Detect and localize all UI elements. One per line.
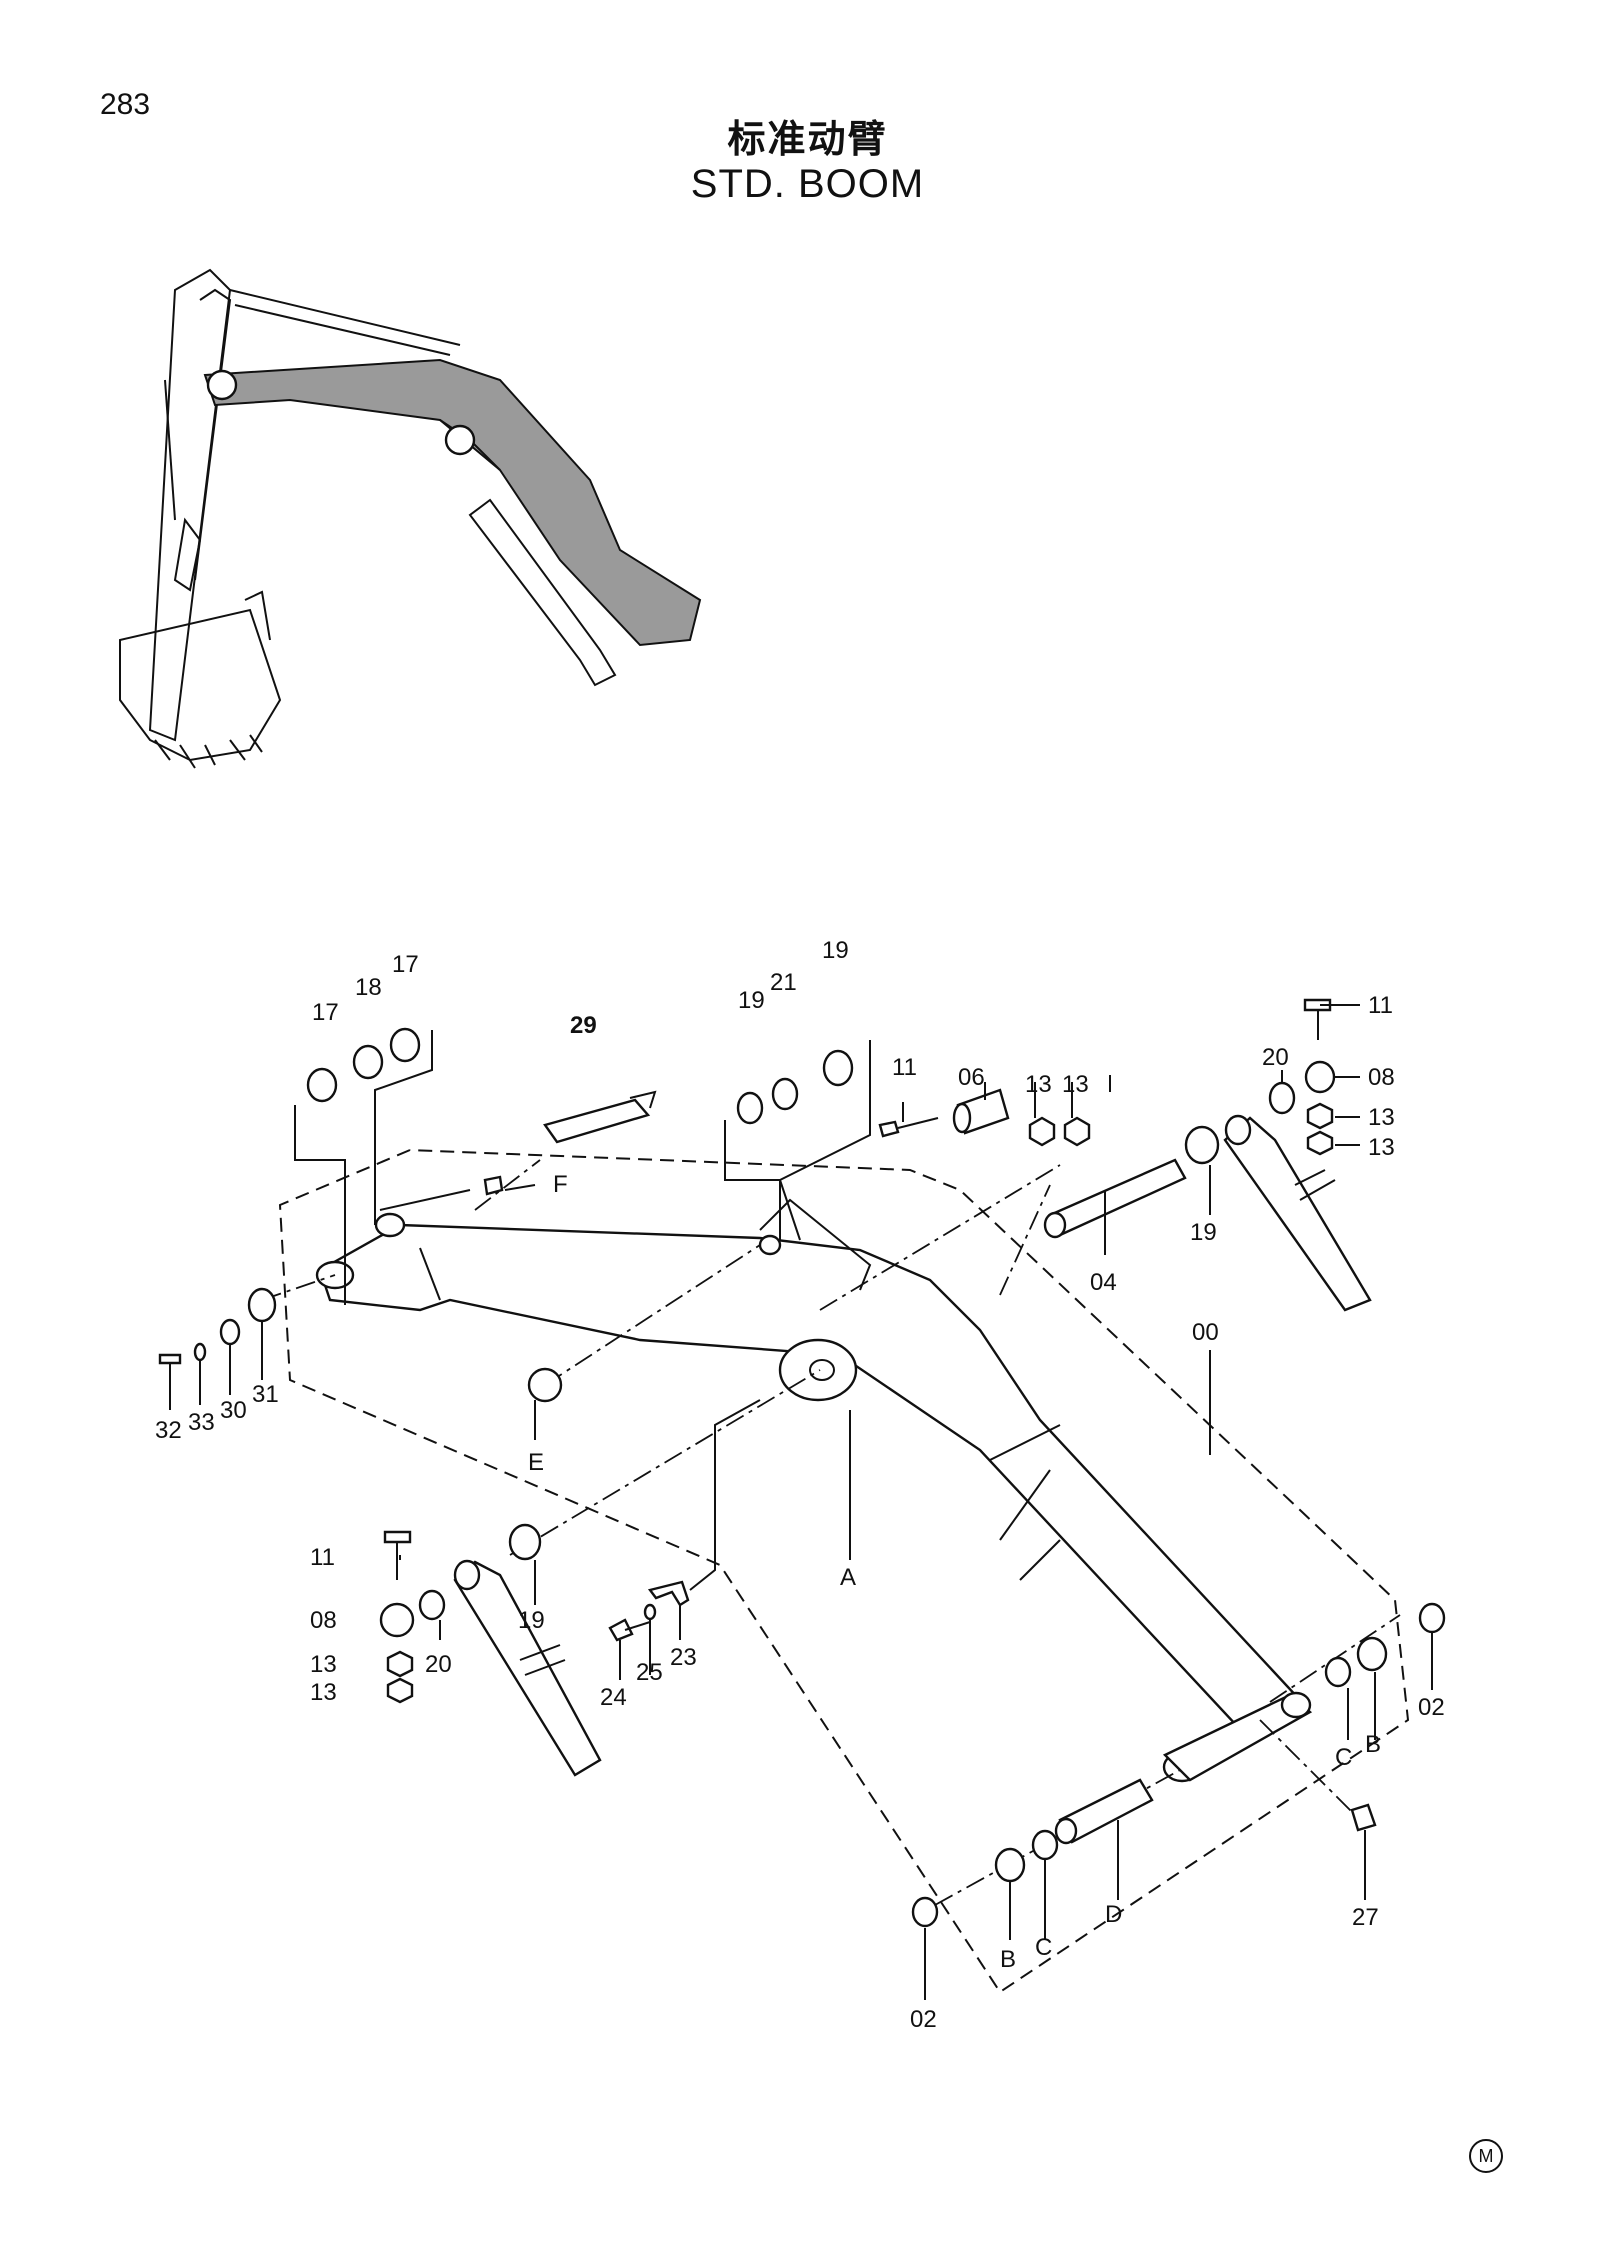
callout-13a: 13 bbox=[1025, 1071, 1052, 1098]
callout-02a: 02 bbox=[1418, 1694, 1445, 1721]
callout-06: 06 bbox=[958, 1064, 985, 1091]
callout-18: 18 bbox=[355, 974, 382, 1001]
callout-20a: 20 bbox=[1262, 1044, 1289, 1071]
callout-19d: 19 bbox=[518, 1607, 545, 1634]
callout-21: 21 bbox=[770, 969, 797, 996]
callout-17b: 17 bbox=[392, 951, 419, 978]
washer-18 bbox=[352, 1044, 384, 1080]
callout-24: 24 bbox=[600, 1684, 627, 1711]
callout-25: 25 bbox=[636, 1659, 663, 1686]
callout-23: 23 bbox=[670, 1644, 697, 1671]
callout-f: F bbox=[553, 1171, 568, 1198]
callout-13f: 13 bbox=[310, 1679, 337, 1706]
callout-11b: 11 bbox=[1368, 992, 1393, 1019]
callout-e: E bbox=[528, 1449, 544, 1476]
callout-19a: 19 bbox=[738, 987, 765, 1014]
callout-30: 30 bbox=[220, 1397, 247, 1424]
callout-32: 32 bbox=[155, 1417, 182, 1444]
callout-13b: 13 bbox=[1062, 1071, 1089, 1098]
callout-00: 00 bbox=[1192, 1319, 1219, 1346]
callout-17a: 17 bbox=[312, 999, 339, 1026]
washer-17b bbox=[389, 1027, 421, 1063]
parts bbox=[158, 998, 1446, 2000]
callout-labels: 17 18 17 29 F 19 21 19 11 06 13 13 20 11… bbox=[155, 937, 1445, 2033]
callout-19c: 19 bbox=[1190, 1219, 1217, 1246]
page-number: 283 bbox=[100, 88, 151, 121]
callout-11a: 11 bbox=[892, 1054, 917, 1081]
callout-19b: 19 bbox=[822, 937, 849, 964]
washer-17a bbox=[306, 1067, 338, 1103]
bushing-e bbox=[527, 1367, 563, 1403]
callout-11c: 11 bbox=[310, 1544, 335, 1571]
callout-29: 29 bbox=[570, 1012, 597, 1039]
callout-02b: 02 bbox=[910, 2006, 937, 2033]
callout-c-lower: C bbox=[1035, 1934, 1052, 1961]
callout-13c: 13 bbox=[1368, 1104, 1395, 1131]
pin-29 bbox=[543, 1098, 651, 1144]
callout-08a: 08 bbox=[1368, 1064, 1395, 1091]
callout-08b: 08 bbox=[310, 1607, 337, 1634]
page-title-english: STD. BOOM bbox=[690, 162, 925, 206]
callout-c-right: C bbox=[1335, 1744, 1352, 1771]
circled-m-mark: M bbox=[1469, 2139, 1503, 2173]
callout-d: D bbox=[1105, 1901, 1122, 1928]
callout-b-right: B bbox=[1365, 1731, 1381, 1758]
callout-a: A bbox=[840, 1564, 856, 1591]
callout-13e: 13 bbox=[310, 1651, 337, 1678]
boom-body-a bbox=[315, 1189, 1313, 1783]
page-title-chinese: 标准动臂 bbox=[727, 117, 888, 161]
callout-04: 04 bbox=[1090, 1269, 1117, 1296]
callout-27: 27 bbox=[1352, 1904, 1379, 1931]
callout-20b: 20 bbox=[425, 1651, 452, 1678]
pin-04 bbox=[1048, 1158, 1187, 1237]
callout-31: 31 bbox=[252, 1381, 279, 1408]
clip-f bbox=[483, 1175, 504, 1196]
callout-b-lower: B bbox=[1000, 1946, 1016, 1973]
assembly-outline-00 bbox=[278, 1149, 1410, 1994]
callout-33: 33 bbox=[188, 1409, 215, 1436]
excavator-overview-illustration bbox=[119, 268, 702, 769]
callout-13d: 13 bbox=[1368, 1134, 1395, 1161]
